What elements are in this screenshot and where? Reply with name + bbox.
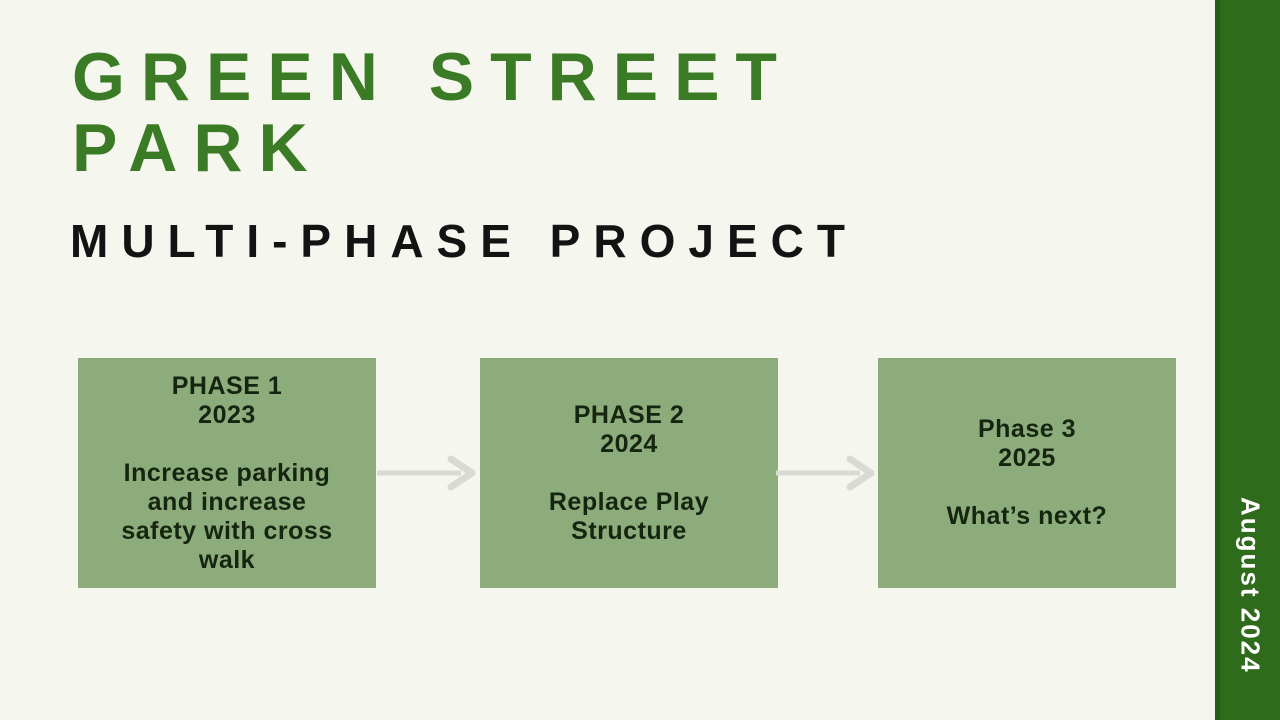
phase-2-heading: PHASE 2 2024	[573, 400, 685, 458]
right-arrow-icon	[377, 452, 479, 494]
phase-3-description: What’s next?	[946, 502, 1108, 530]
phase-1-heading: PHASE 1 2023	[171, 371, 283, 429]
phase-2-card: PHASE 2 2024 Replace Play Structure	[480, 358, 778, 588]
right-arrow-icon	[776, 452, 878, 494]
slide-subtitle: MULTI-PHASE PROJECT	[70, 215, 858, 267]
slide-title-line1: GREEN STREET	[72, 39, 793, 115]
date-ribbon: August 2024	[1215, 0, 1280, 720]
phase-2-description: Replace Play Structure	[548, 487, 710, 545]
phase-1-card: PHASE 1 2023 Increase parking and increa…	[78, 358, 376, 588]
slide-title-line2: PARK	[72, 110, 324, 186]
phase-3-heading: Phase 3 2025	[977, 415, 1076, 472]
phase-1-description: Increase parking and increase safety wit…	[121, 458, 333, 574]
date-ribbon-label: August 2024	[1235, 497, 1266, 674]
phase-3-card: Phase 3 2025 What’s next?	[878, 358, 1176, 588]
